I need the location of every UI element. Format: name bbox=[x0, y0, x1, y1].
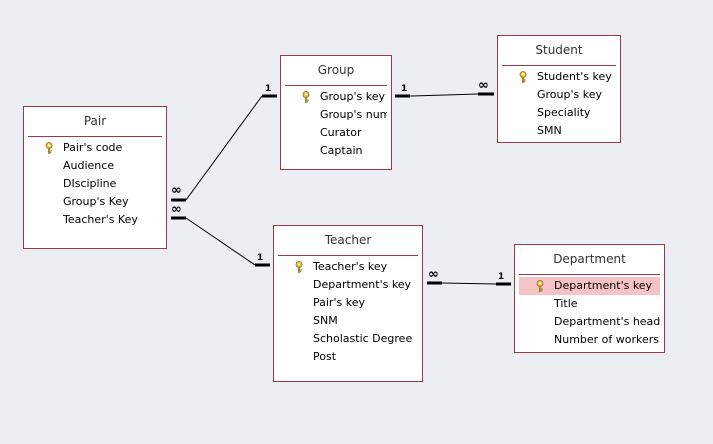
field-label: Number of workers bbox=[554, 333, 660, 346]
field-label: Scholastic Degree bbox=[313, 332, 413, 345]
field-label: Post bbox=[313, 350, 337, 363]
title-divider bbox=[502, 65, 616, 66]
cardinality-many-pair-teacher: ∞ bbox=[171, 202, 182, 217]
cardinality-one-group-student: 1 bbox=[401, 84, 408, 94]
table-student[interactable]: Student Student's key Group's key Specia… bbox=[497, 35, 621, 143]
key-icon bbox=[295, 261, 303, 273]
field-teachers-key[interactable]: Teacher's Key bbox=[28, 211, 162, 229]
field-label: Student's key bbox=[537, 70, 612, 83]
field-label: SNM bbox=[313, 314, 338, 327]
title-divider bbox=[519, 274, 660, 275]
field-audience[interactable]: Audience bbox=[28, 157, 162, 175]
relationship-line-teacher-department bbox=[442, 282, 497, 285]
table-title: Student bbox=[535, 43, 583, 57]
field-label: Department's key bbox=[313, 278, 412, 291]
field-number-of-workers[interactable]: Number of workers bbox=[519, 331, 660, 349]
cardinality-many-teacher-department: ∞ bbox=[428, 267, 439, 282]
cardinality-many-group-student: ∞ bbox=[478, 78, 489, 93]
key-icon bbox=[302, 91, 310, 103]
key-icon bbox=[536, 280, 544, 292]
field-captain[interactable]: Captain bbox=[285, 142, 387, 160]
field-label: Department's head bbox=[554, 315, 660, 328]
field-groups-key[interactable]: Group's Key bbox=[28, 193, 162, 211]
table-group[interactable]: Group Group's key Group's numbe Curator … bbox=[280, 55, 392, 170]
title-divider bbox=[28, 136, 162, 137]
field-speciality[interactable]: Speciality bbox=[502, 104, 616, 122]
field-teachers-key[interactable]: Teacher's key bbox=[278, 258, 418, 276]
field-label: Group's key bbox=[320, 90, 385, 103]
field-label: Teacher's Key bbox=[63, 213, 138, 226]
field-departments-key[interactable]: Department's key bbox=[519, 277, 660, 295]
relationship-line-group-student bbox=[411, 93, 479, 97]
title-divider bbox=[278, 255, 418, 256]
key-icon bbox=[519, 71, 527, 83]
cardinality-many-pair-group: ∞ bbox=[171, 183, 182, 198]
field-groups-key[interactable]: Group's key bbox=[502, 86, 616, 104]
field-label: Group's Key bbox=[63, 195, 129, 208]
field-label: Audience bbox=[63, 159, 115, 172]
field-label: Pair's code bbox=[63, 141, 123, 154]
table-title: Group bbox=[317, 63, 355, 77]
cardinality-one-teacher-department: 1 bbox=[498, 272, 505, 282]
field-label: Pair's key bbox=[313, 296, 365, 309]
field-students-key[interactable]: Student's key bbox=[502, 68, 616, 86]
field-label: Group's key bbox=[537, 88, 602, 101]
table-teacher[interactable]: Teacher Teacher's key Department's key P… bbox=[273, 225, 423, 382]
field-departments-key[interactable]: Department's key bbox=[278, 276, 418, 294]
field-label: DIscipline bbox=[63, 177, 117, 190]
field-pairs-code[interactable]: Pair's code bbox=[28, 139, 162, 157]
table-title: Teacher bbox=[324, 233, 372, 247]
field-label: Teacher's key bbox=[313, 260, 388, 273]
title-divider bbox=[285, 85, 387, 86]
table-title: Department bbox=[553, 252, 626, 266]
key-icon bbox=[45, 142, 53, 154]
table-department[interactable]: Department Department's key Title Depart… bbox=[514, 244, 665, 353]
field-label: SMN bbox=[537, 124, 562, 137]
field-label: Speciality bbox=[537, 106, 591, 119]
field-label: Group's numbe bbox=[320, 108, 387, 121]
relationship-line-pair-teacher bbox=[185, 217, 256, 266]
field-label: Curator bbox=[320, 126, 362, 139]
cardinality-one-pair-group: 1 bbox=[265, 84, 272, 94]
field-title[interactable]: Title bbox=[519, 295, 660, 313]
field-snm[interactable]: SNM bbox=[278, 312, 418, 330]
field-smn[interactable]: SMN bbox=[502, 122, 616, 140]
field-post[interactable]: Post bbox=[278, 348, 418, 366]
field-pairs-key[interactable]: Pair's key bbox=[278, 294, 418, 312]
field-curator[interactable]: Curator bbox=[285, 124, 387, 142]
relationship-line-pair-group bbox=[185, 95, 263, 201]
table-pair[interactable]: Pair Pair's code Audience DIscipline Gro… bbox=[23, 106, 167, 249]
table-title: Pair bbox=[83, 114, 107, 128]
field-label: Department's key bbox=[554, 279, 653, 292]
cardinality-one-pair-teacher: 1 bbox=[257, 253, 264, 263]
field-departments-head[interactable]: Department's head bbox=[519, 313, 660, 331]
field-label: Title bbox=[554, 297, 578, 310]
field-label: Captain bbox=[320, 144, 363, 157]
field-groups-number[interactable]: Group's numbe bbox=[285, 106, 387, 124]
field-discipline[interactable]: DIscipline bbox=[28, 175, 162, 193]
field-groups-key[interactable]: Group's key bbox=[285, 88, 387, 106]
field-scholastic-degree[interactable]: Scholastic Degree bbox=[278, 330, 418, 348]
